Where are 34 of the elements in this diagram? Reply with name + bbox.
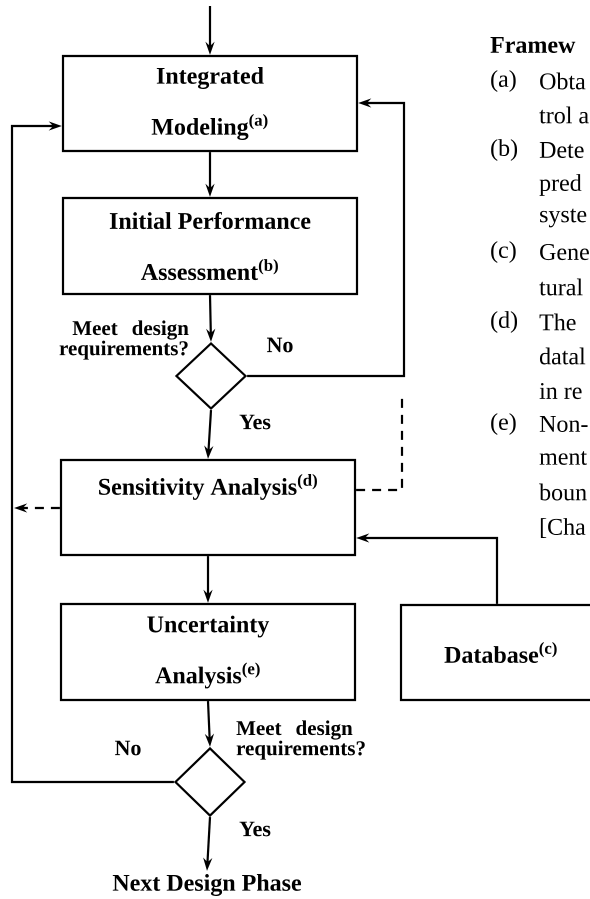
note-text: tural	[539, 278, 583, 296]
process-box: Integrated Modeling$^{(a)}$	[62, 54, 358, 152]
note-text: The	[540, 314, 576, 330]
note-text: Gene	[540, 244, 589, 260]
list-marker: (e)	[491, 413, 516, 435]
process-box: Database$^{(c)}$	[400, 604, 590, 702]
edge-label: Yes	[238, 820, 272, 838]
note-text: ment	[540, 451, 587, 465]
list-marker: (d)	[491, 311, 518, 333]
edge-label: Yes	[238, 414, 272, 430]
process-box: Uncertainty Analysis$^{(e)}$	[60, 602, 356, 702]
note-text: Non-	[540, 416, 588, 432]
note-text: datal	[540, 348, 586, 364]
arrow	[10, 121, 174, 784]
edge-label: No	[266, 336, 294, 354]
heading: Framew	[490, 37, 576, 53]
edge-label: No	[114, 740, 142, 756]
process-box: Sensitivity Analysis$^{(d)}$	[60, 458, 356, 556]
note-text: boun	[539, 484, 587, 500]
note-text: pred	[540, 174, 582, 196]
list-marker: (b)	[491, 139, 518, 161]
list-marker: (c)	[491, 241, 516, 263]
note-text: Obta	[540, 72, 586, 90]
note-text: syste	[540, 208, 586, 228]
note-text: [Cha	[540, 518, 586, 538]
terminal-text: Next Design Phase	[112, 874, 302, 896]
question-label: Meet design requirements?	[60, 320, 189, 360]
question-label: Meet design requirements?	[236, 720, 365, 760]
note-text: in re	[540, 382, 582, 400]
note-text: trol a	[539, 106, 589, 124]
dashed-line	[356, 396, 404, 492]
note-text: Dete	[540, 142, 584, 158]
process-box: Initial Performance Assessment$^{(b)}$	[62, 196, 358, 296]
list-marker: (a)	[491, 70, 516, 92]
